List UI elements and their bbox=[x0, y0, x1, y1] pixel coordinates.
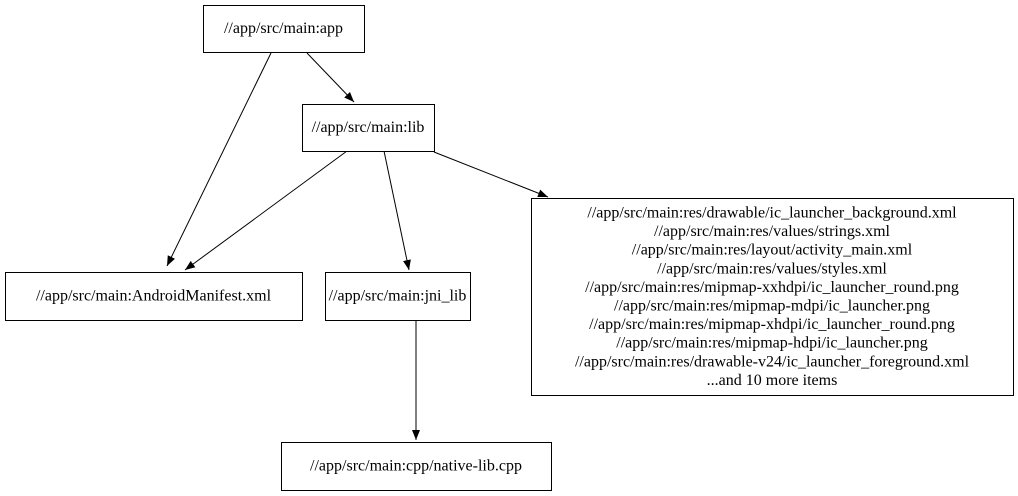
node-box bbox=[5, 272, 303, 321]
node-cpp: //app/src/main:cpp/native-lib.cpp bbox=[281, 442, 552, 491]
node-app: //app/src/main:app bbox=[203, 5, 365, 53]
node-manifest: //app/src/main:AndroidManifest.xml bbox=[5, 272, 303, 321]
edge-app-to-lib bbox=[306, 52, 355, 103]
node-label: //app/src/main:res/layout/activity_main.… bbox=[632, 242, 913, 259]
node-label: ...and 10 more items bbox=[707, 372, 838, 389]
node-res: //app/src/main:res/drawable/ic_launcher_… bbox=[531, 198, 1014, 396]
edge-lib-to-res bbox=[433, 151, 549, 198]
node-lib: //app/src/main:lib bbox=[302, 104, 435, 152]
node-jni: //app/src/main:jni_lib bbox=[325, 272, 471, 321]
node-label: //app/src/main:app bbox=[224, 20, 343, 37]
node-label: //app/src/main:res/drawable/ic_launcher_… bbox=[587, 205, 957, 222]
node-label: //app/src/main:res/mipmap-hdpi/ic_launch… bbox=[616, 335, 927, 352]
node-box bbox=[203, 5, 365, 53]
node-box bbox=[302, 104, 435, 152]
node-label: //app/src/main:res/mipmap-mdpi/ic_launch… bbox=[614, 298, 930, 315]
edge-lib-to-manifest bbox=[184, 150, 348, 271]
edge-app-to-manifest bbox=[166, 52, 272, 267]
node-box bbox=[531, 198, 1014, 396]
node-label: //app/src/main:res/values/styles.xml bbox=[657, 260, 887, 277]
node-label: //app/src/main:jni_lib bbox=[329, 288, 467, 305]
node-label: //app/src/main:cpp/native-lib.cpp bbox=[310, 458, 522, 475]
node-label: //app/src/main:AndroidManifest.xml bbox=[36, 288, 272, 305]
edge-lib-to-jni bbox=[383, 150, 411, 271]
node-label: //app/src/main:res/mipmap-xxhdpi/ic_laun… bbox=[585, 279, 959, 296]
node-box bbox=[325, 272, 471, 321]
node-label: //app/src/main:lib bbox=[312, 119, 425, 136]
node-box bbox=[281, 442, 552, 491]
node-label: //app/src/main:res/mipmap-xhdpi/ic_launc… bbox=[589, 316, 955, 333]
node-label: //app/src/main:res/drawable-v24/ic_launc… bbox=[575, 353, 970, 370]
node-label: //app/src/main:res/values/strings.xml bbox=[654, 223, 891, 240]
